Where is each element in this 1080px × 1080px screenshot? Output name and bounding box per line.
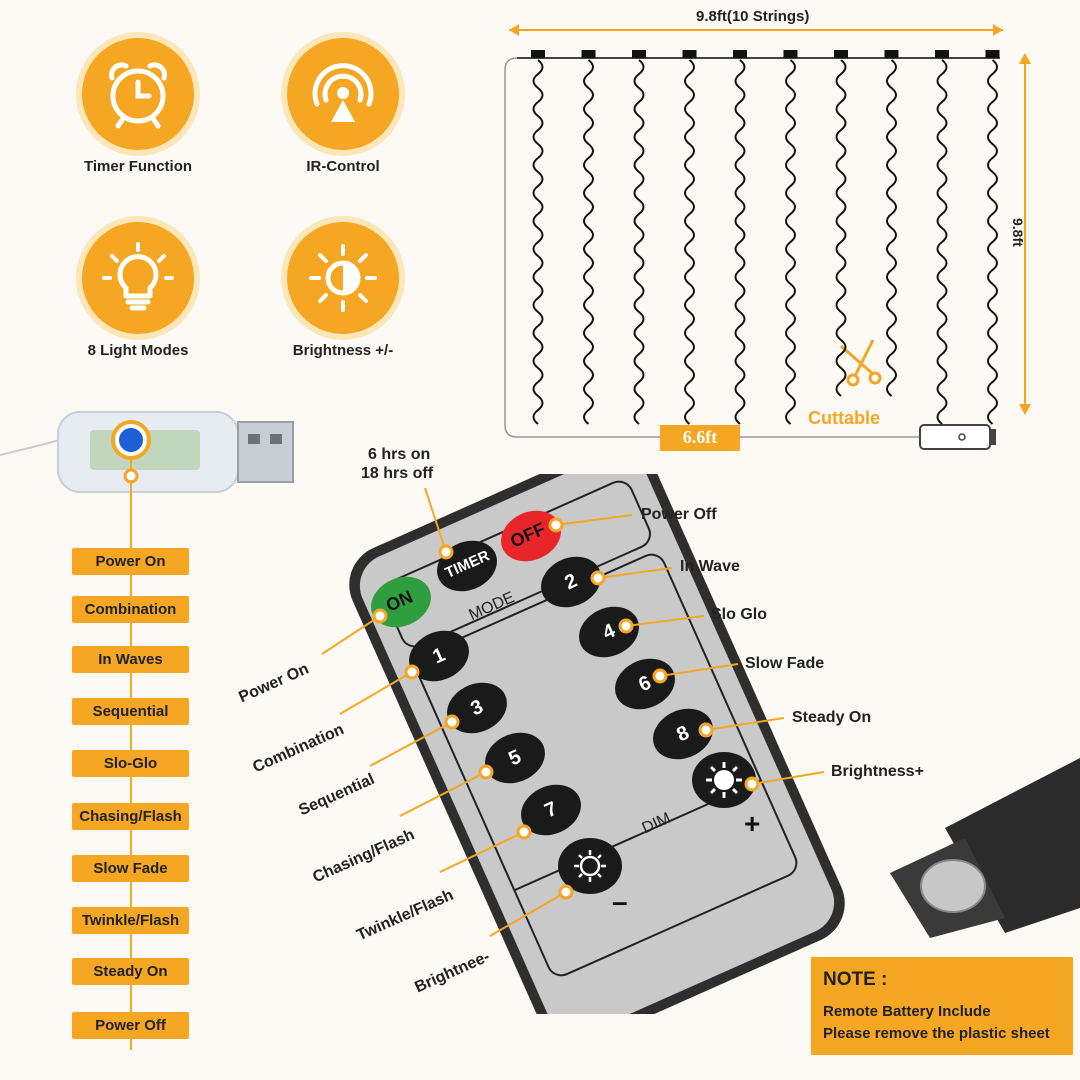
curtain-width-label: 9.8ft(10 Strings) [696,8,810,25]
light-string [935,50,949,425]
callout-brightness-plus: Brightness+ [831,763,924,780]
note-line-2: Please remove the plastic sheet [823,1025,1050,1042]
note-title: NOTE : [823,969,888,990]
sun-icon-minus [574,850,606,882]
plus-label: + [744,808,761,839]
light-string [733,50,747,425]
light-string [581,50,596,425]
brightness-minus-button[interactable] [558,838,622,894]
feature-label-modes: 8 Light Modes [87,342,189,359]
coin-battery-icon [920,859,986,913]
curtain-frame [504,57,920,438]
battery-compartment [890,758,1080,938]
lead-length-box [660,425,740,451]
timer-function-badge [82,38,194,150]
light-string [783,50,798,425]
callout-slow-fade: Slow Fade [745,655,825,672]
light-bulb-icon [102,242,174,311]
mode-tag-twinkle-flash: Twinkle/Flash [72,907,189,934]
mode-tag-in-waves: In Waves [72,646,189,673]
ir-signal-icon [312,63,374,122]
note-box: NOTE : Remote Battery Include Please rem… [811,957,1073,1055]
lead-length-label: 6.6ft [682,427,718,447]
ir-control-badge [287,38,399,150]
mode-tag-chasing-flash: Chasing/Flash [72,803,189,830]
timer-callout-line1: 6 hrs on [368,446,431,463]
brightness-badge [287,222,399,334]
cuttable-label: Cuttable [808,408,880,428]
callout-in-wave: In Wave [680,558,740,575]
callout-steady-on: Steady On [792,709,872,726]
usb-plug-icon [919,424,996,450]
minus-label: – [612,886,628,917]
mode-tag-power-off: Power Off [72,1012,189,1039]
light-string [834,50,848,397]
mode-tag-power-on: Power On [72,548,189,575]
sun-icon-plus [706,762,742,798]
mode-tag-slo-glo: Slo-Glo [72,750,189,777]
usb-controller [0,411,294,510]
controller-button[interactable] [119,428,143,452]
curtain-light-diagram [504,24,1031,451]
callout-slo-glo: Slo Glo [711,606,767,623]
light-string [632,50,646,425]
mode-tag-slow-fade: Slow Fade [72,855,189,882]
light-modes-badge [82,222,194,334]
light-string [531,50,545,425]
callout-power-off: Power Off [641,506,717,523]
alarm-clock-icon [109,62,167,129]
brightness-icon [309,244,377,312]
feature-label-brightness: Brightness +/- [292,342,394,359]
timer-callout-line2: 18 hrs off [361,465,434,482]
mode-tag-steady-on: Steady On [72,958,189,985]
scissors-icon [840,339,882,387]
feature-label-ir: IR-Control [306,158,380,175]
light-string [884,50,899,397]
note-line-1: Remote Battery Include [823,1003,991,1020]
mode-tag-combination: Combination [72,596,189,623]
brightness-plus-button[interactable] [692,752,756,808]
light-string [985,50,1000,425]
mode-tag-sequential: Sequential [72,698,189,725]
light-string [682,50,697,425]
feature-label-timer: Timer Function [83,158,193,175]
